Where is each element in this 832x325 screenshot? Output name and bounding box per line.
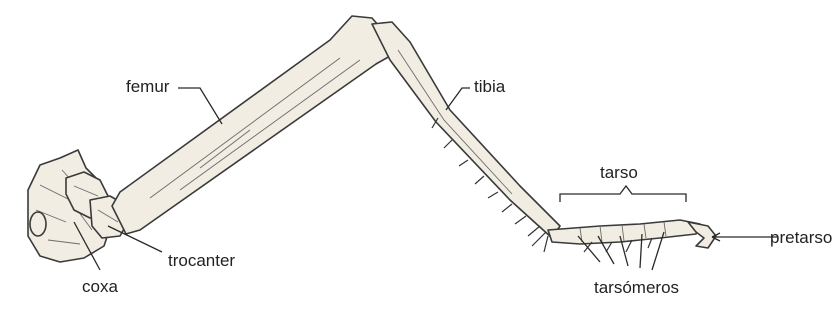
label-tibia: tibia xyxy=(474,77,506,96)
label-tarsomeros: tarsómeros xyxy=(594,278,679,297)
label-trocanter: trocanter xyxy=(168,251,235,270)
tibia-leader xyxy=(446,88,470,110)
label-femur: femur xyxy=(126,77,170,96)
label-pretarso: pretarso xyxy=(770,228,832,247)
tarso-bracket xyxy=(560,186,686,202)
label-coxa: coxa xyxy=(82,277,118,296)
femur-leader xyxy=(178,88,222,124)
label-tarso: tarso xyxy=(600,163,638,182)
tibia-segment xyxy=(372,22,560,252)
femur-segment xyxy=(112,16,390,234)
tarsus-segment xyxy=(548,220,700,252)
